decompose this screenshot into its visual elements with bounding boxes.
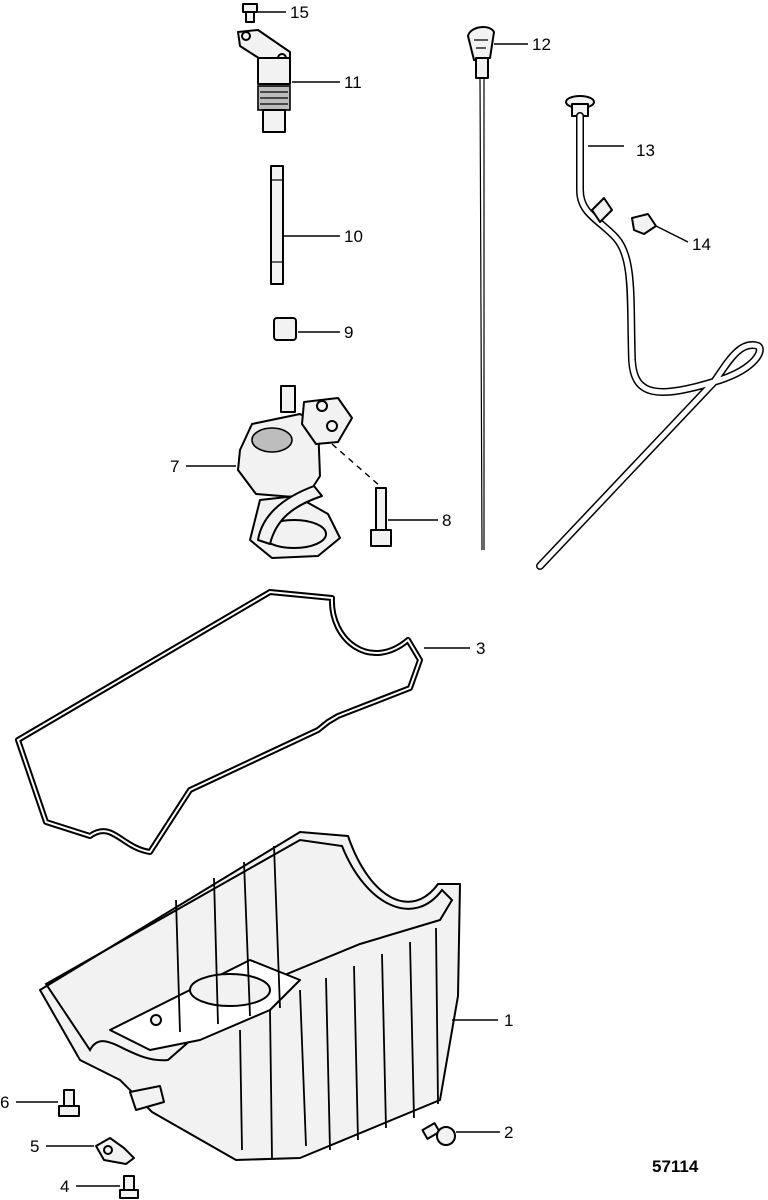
- callout-15: 15: [290, 3, 309, 22]
- part-1-oil-pan: [39, 831, 461, 1161]
- callout-1: 1: [504, 1011, 513, 1030]
- callout-5: 5: [30, 1137, 39, 1156]
- callout-14: 14: [692, 235, 711, 254]
- callout-8: 8: [442, 511, 451, 530]
- callout-2: 2: [504, 1123, 513, 1142]
- part-10-shaft: [270, 165, 284, 285]
- part-2-drain-plug: [421, 1122, 456, 1146]
- callout-9: 9: [344, 323, 353, 342]
- figure-number: 57114: [652, 1157, 699, 1176]
- callout-10: 10: [344, 227, 363, 246]
- alignment-dashed-line: [331, 443, 381, 487]
- part-11-sensor: [237, 29, 291, 133]
- part-7-oil-pump: [237, 385, 353, 559]
- leader-14: [655, 225, 689, 243]
- callout-7: 7: [170, 457, 179, 476]
- part-5-clip: [95, 1137, 135, 1165]
- part-12-dipstick: [467, 26, 495, 551]
- part-4-bolt: [119, 1175, 139, 1199]
- part-8-bolt: [370, 487, 392, 547]
- callout-6: 6: [0, 1093, 9, 1112]
- part-3-gasket: [15, 589, 423, 855]
- part-15-bolt: [242, 3, 258, 23]
- callout-3: 3: [476, 639, 485, 658]
- part-13-dipstick-tube: [536, 95, 764, 570]
- callout-13: 13: [636, 141, 655, 160]
- part-14-bolt: [631, 213, 657, 235]
- part-6-bolt: [58, 1089, 80, 1117]
- part-9-collar: [273, 317, 297, 341]
- callout-11: 11: [344, 73, 362, 92]
- callout-4: 4: [60, 1177, 69, 1196]
- callout-12: 12: [532, 35, 551, 54]
